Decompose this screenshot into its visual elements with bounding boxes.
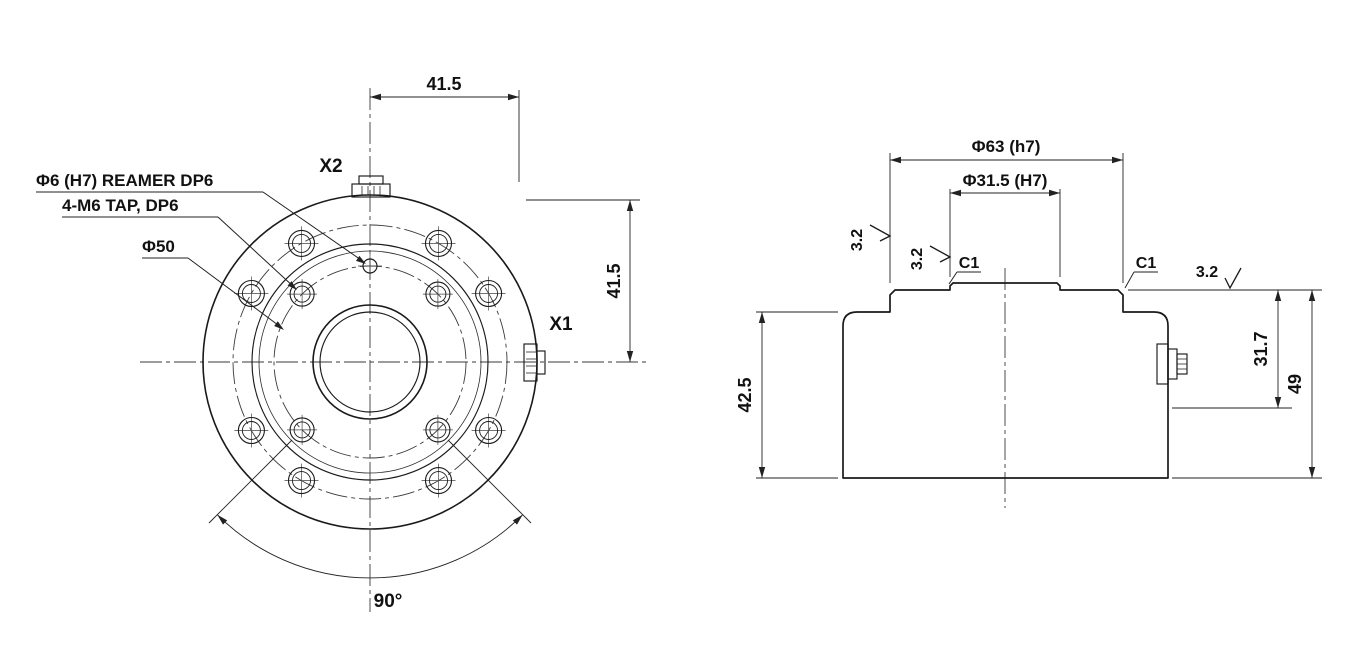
chamfer-label-right-text: C1 [1136,255,1157,272]
front-boss-circle [251,243,489,481]
roughness-mark-inner: 3.2 [909,245,952,270]
bolt-hole [283,463,320,499]
dim-body-height: 42.5 [735,311,838,479]
note-tap-text: 4-M6 TAP, DP6 [62,196,179,215]
dim-step-height-text: 31.7 [1251,331,1271,366]
side-body-outline [842,282,1169,479]
dim-total-height-text: 49 [1285,374,1305,394]
dim-step-height: 31.7 [1128,289,1322,409]
chamfer-label-right: C1 [1124,255,1158,289]
x2-connector [351,175,391,198]
bolt-hole [471,412,507,449]
front-boss-chamfer-circle [258,250,482,474]
dim-boss-diameter: Φ63 (h7) [889,137,1124,283]
note-tap: 4-M6 TAP, DP6 [62,196,297,290]
dowel-reamer-hole [358,254,382,278]
front-bore-chamfer-circle [319,311,421,413]
dim-top-width-text: 41.5 [426,74,461,94]
roughness-mark-inner-text: 3.2 [909,248,926,270]
dim-total-height: 49 [1172,290,1322,479]
note-reamer: Φ6 (H7) REAMER DP6 [36,171,366,264]
bolt-hole [471,275,507,312]
side-connector [1156,343,1188,385]
bolt-hole [420,225,457,261]
dim-hub-diameter: Φ31.5 (H7) [949,171,1061,277]
dim-bolt-angle: 90° [208,439,532,612]
bolt-hole [283,225,320,261]
chamfer-label-left-text: C1 [959,255,980,272]
note-bolt-circle: Φ50 [142,237,284,330]
dim-boss-diameter-text: Φ63 (h7) [972,137,1041,156]
front-bore-circle [312,304,428,420]
dim-body-height-text: 42.5 [735,377,755,412]
dim-right-height: 41.5 [526,199,640,362]
roughness-mark-face-text: 3.2 [1196,264,1218,281]
front-centerlines [140,88,648,612]
front-view: X2 X1 Φ6 (H7) REAMER DP6 4-M6 TAP, DP6 Φ… [36,74,648,612]
side-view: Φ63 (h7) Φ31.5 (H7) 42.5 31.7 [735,137,1322,508]
front-bolt-circle-outer [232,224,508,500]
roughness-mark-face: 3.2 [1196,264,1242,290]
chamfer-label-left: C1 [948,255,981,285]
note-reamer-text: Φ6 (H7) REAMER DP6 [36,171,213,190]
bolt-hole [420,463,457,499]
note-bolt-circle-text: Φ50 [142,237,175,256]
dim-top-width: 41.5 [370,74,520,182]
x1-label: X1 [549,314,573,335]
roughness-mark-outer-text: 3.2 [849,229,866,251]
roughness-mark-outer: 3.2 [849,224,892,251]
x2-label: X2 [319,156,342,177]
bolt-hole [233,412,269,449]
x1-connector [523,343,546,382]
dim-hub-diameter-text: Φ31.5 (H7) [963,171,1048,190]
dim-bolt-angle-text: 90° [374,591,403,612]
dim-right-height-text: 41.5 [604,263,624,298]
